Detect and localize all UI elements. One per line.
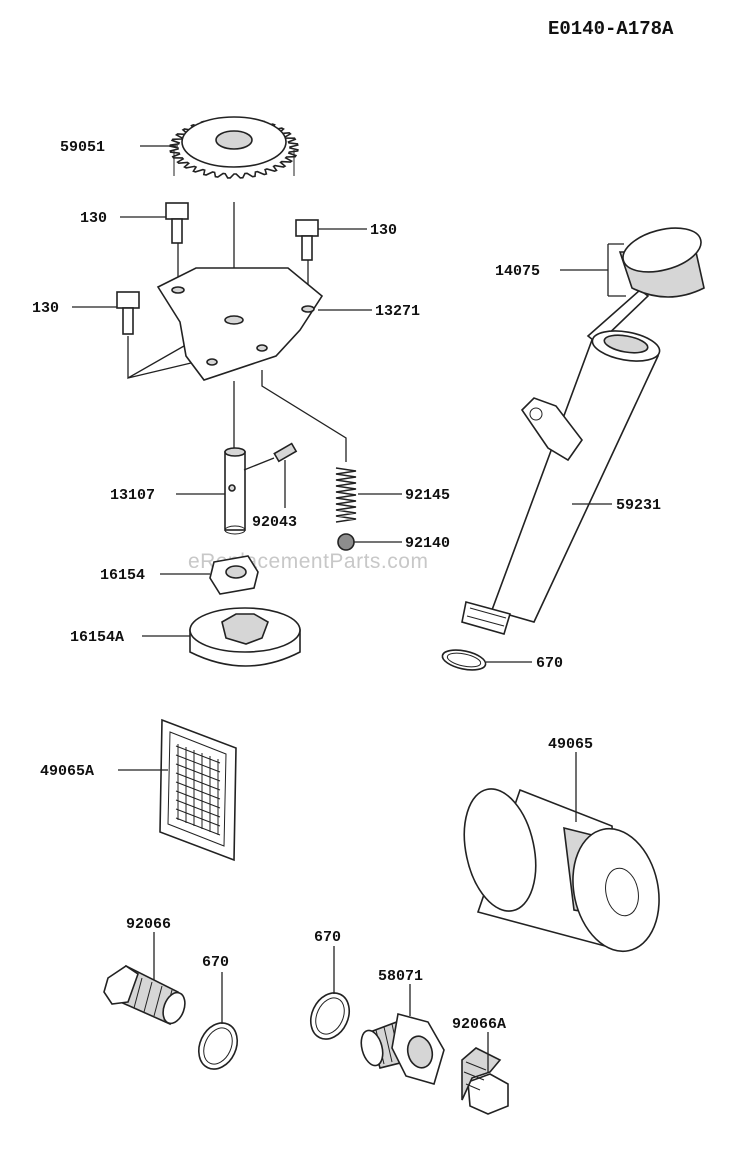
gear-part[interactable]: [169, 116, 299, 179]
cap-top: [622, 227, 702, 273]
tube-body: [490, 339, 660, 623]
bolt-head: [165, 202, 189, 220]
bolt-top-left[interactable]: [165, 202, 189, 244]
tube-thread-lines: [466, 607, 507, 627]
pin-part[interactable]: [273, 442, 298, 463]
outer-rotor[interactable]: [189, 607, 301, 667]
tube-thread: [461, 601, 512, 635]
drain-fitting[interactable]: [358, 1013, 445, 1085]
label-gear: 59051: [60, 139, 105, 156]
o-ring-inner: [203, 1027, 233, 1065]
o-ring-outer: [441, 649, 487, 671]
label-tube: 59231: [616, 497, 661, 514]
plug-thread: [461, 1047, 502, 1101]
o-ring-inner: [315, 997, 345, 1035]
filter-port: [605, 867, 639, 917]
axis-plate-spring: [261, 370, 347, 462]
plate-hole: [171, 286, 185, 294]
plug-end: [162, 991, 186, 1025]
o-ring-inner: [446, 652, 482, 668]
o-ring-tube[interactable]: [441, 647, 488, 674]
oil-filter[interactable]: [454, 782, 670, 959]
label-filter: 49065: [548, 736, 593, 753]
plug-thread-lines: [463, 1061, 487, 1091]
bolt-head: [295, 219, 319, 237]
oil-screen[interactable]: [159, 718, 237, 862]
shaft-hole: [228, 484, 236, 492]
pump-shaft[interactable]: [224, 447, 246, 535]
label-spring: 92145: [405, 487, 450, 504]
screen-mesh: [175, 744, 221, 836]
label-cap: 14075: [495, 263, 540, 280]
spring-coil: [335, 467, 357, 523]
shaft-body: [224, 451, 246, 531]
tube-bracket: [520, 397, 583, 462]
label-plate: 13271: [375, 303, 420, 320]
label-bolt-top-left: 130: [80, 210, 107, 227]
plate-hole: [301, 305, 315, 313]
o-ring-mid[interactable]: [304, 987, 357, 1046]
tube-mouth-inner: [603, 334, 649, 354]
label-o-ring-tube: 670: [536, 655, 563, 672]
label-fitting: 58071: [378, 968, 423, 985]
screen-inner-frame: [167, 731, 227, 847]
gear-bore: [215, 130, 253, 150]
o-ring-left[interactable]: [192, 1017, 245, 1076]
plate-outline: [156, 267, 324, 381]
axis-pin: [243, 457, 275, 471]
shaft-bottom: [224, 525, 246, 535]
label-outer-rotor: 16154A: [70, 629, 124, 646]
pump-cover-plate[interactable]: [156, 267, 324, 381]
pin-body: [273, 442, 298, 463]
plate-center-hole: [224, 315, 244, 325]
plate-hole: [256, 344, 268, 352]
tube-bracket-hole: [529, 407, 543, 421]
bolt-shank: [122, 307, 134, 335]
fitting-bore: [406, 1035, 434, 1069]
bolt-top-right[interactable]: [295, 219, 319, 261]
filter-back: [463, 788, 537, 912]
label-plug-right: 92066A: [452, 1016, 506, 1033]
ball-part[interactable]: [337, 533, 355, 551]
leader-cap: [560, 243, 626, 297]
o-ring-outer: [197, 1022, 239, 1070]
plug-head: [467, 1073, 509, 1115]
oil-filler-tube[interactable]: [461, 326, 662, 635]
diagram-code: E0140-A178A: [548, 18, 674, 40]
plate-hole: [206, 358, 218, 366]
dipstick-cap[interactable]: [586, 220, 706, 346]
bolt-head: [116, 291, 140, 309]
plug-head: [103, 965, 139, 1005]
filter-front: [572, 827, 660, 953]
label-o-ring-left: 670: [202, 954, 229, 971]
o-ring-outer: [309, 992, 351, 1040]
label-inner-rotor: 16154: [100, 567, 145, 584]
inner-rotor[interactable]: [209, 555, 259, 595]
inner-rotor-bore: [225, 565, 247, 579]
spring-part[interactable]: [335, 467, 357, 523]
bolt-shank: [171, 218, 183, 244]
label-bolt-top-right: 130: [370, 222, 397, 239]
label-pin: 92043: [252, 514, 297, 531]
bolt-mid-left[interactable]: [116, 291, 140, 335]
bolt-shank: [301, 235, 313, 261]
fitting-end: [360, 1029, 384, 1067]
label-shaft: 13107: [110, 487, 155, 504]
gear-side: [173, 150, 295, 176]
label-ball: 92140: [405, 535, 450, 552]
label-plug-left: 92066: [126, 916, 171, 933]
label-o-ring-mid: 670: [314, 929, 341, 946]
shaft-top: [224, 447, 246, 457]
drain-plug-left[interactable]: [103, 964, 189, 1026]
ball-body: [337, 533, 355, 551]
label-bolt-mid-left: 130: [32, 300, 59, 317]
drain-plug-right[interactable]: [461, 1047, 509, 1115]
outer-rotor-lobes: [221, 613, 269, 645]
label-screen: 49065A: [40, 763, 94, 780]
